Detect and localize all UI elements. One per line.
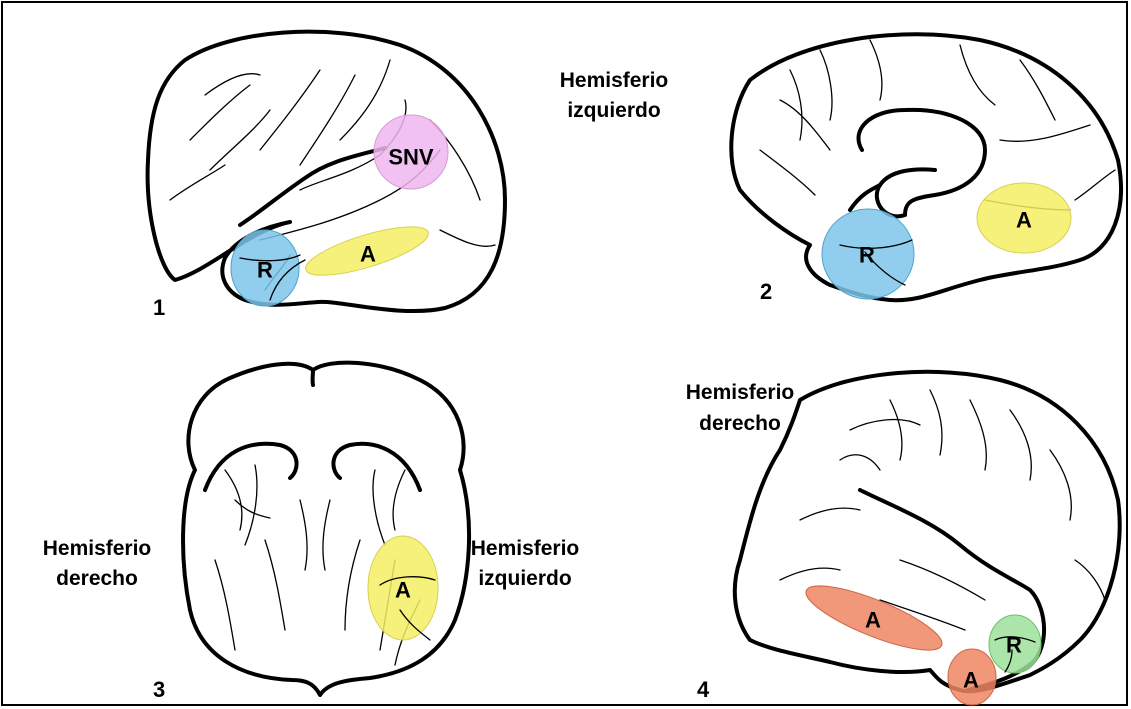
panel-1-number: 1: [153, 295, 165, 320]
panel-3-number: 3: [153, 677, 165, 702]
panel-4-hemisphere-line-1: Hemisferio: [686, 381, 795, 404]
panel-4-number: 4: [697, 677, 710, 702]
panel-3-left-hemisphere-line-1: Hemisferio: [43, 537, 152, 560]
panel-3-right-hemisphere-line-2: izquierdo: [478, 567, 571, 590]
panel-2-label-r: R: [859, 243, 875, 268]
panel-2: A R Hemisferio izquierdo 2: [560, 34, 1121, 304]
panel-4-hemisphere-line-2: derecho: [699, 412, 781, 435]
panel-2-hemisphere-line-1: Hemisferio: [560, 69, 669, 92]
panel-4-label-a1: A: [865, 608, 881, 633]
panel-4-label-r: R: [1006, 633, 1022, 658]
panel-2-number: 2: [760, 279, 772, 304]
panel-2-brain-outline: [731, 34, 1121, 300]
panel-1: SNV A R 1: [148, 32, 505, 320]
panel-2-hemisphere-line-2: izquierdo: [567, 99, 660, 122]
panel-1-label-snv: SNV: [388, 145, 434, 170]
panel-4: A A R Hemisferio derecho 4: [686, 372, 1120, 705]
panel-3: A Hemisferio derecho Hemisferio izquierd…: [43, 363, 580, 702]
panel-3-brain-outline: [183, 363, 469, 695]
panel-3-right-hemisphere-line-1: Hemisferio: [471, 537, 580, 560]
panel-4-label-a2: A: [963, 668, 979, 693]
panel-3-left-hemisphere-line-2: derecho: [56, 567, 138, 590]
panel-1-label-r: R: [257, 258, 273, 283]
panel-1-label-a: A: [360, 242, 376, 267]
panel-3-label-a: A: [395, 578, 411, 603]
panel-2-label-a: A: [1016, 208, 1032, 233]
